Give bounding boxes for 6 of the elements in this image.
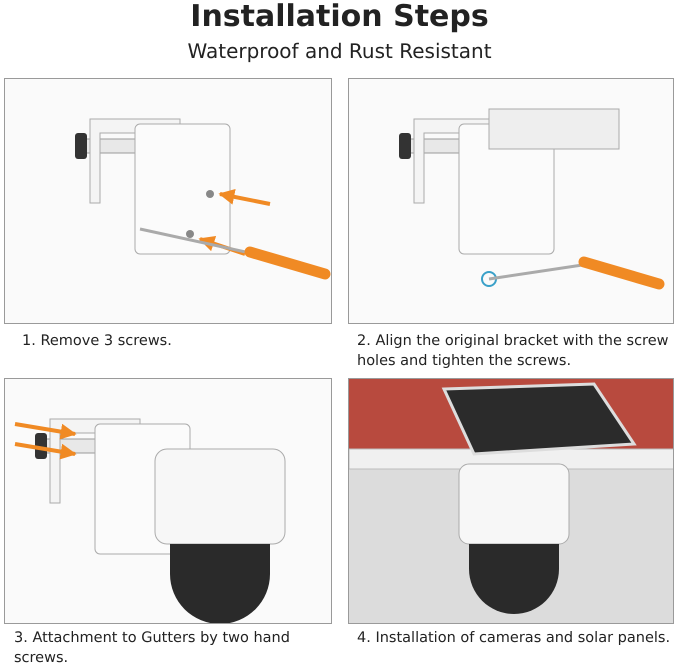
subtitle: Waterproof and Rust Resistant bbox=[186, 38, 493, 64]
step-caption: 2. Align the original bracket with the screw holes and tighten the screws. bbox=[357, 332, 670, 371]
step-caption: 1. Remove 3 screws. bbox=[22, 332, 173, 351]
step-caption: 3. Attachment to Gutters by two hand screws. bbox=[14, 629, 291, 668]
title: Installation Steps bbox=[189, 0, 490, 34]
step-caption: 4. Installation of cameras and solar panels. bbox=[357, 629, 672, 648]
